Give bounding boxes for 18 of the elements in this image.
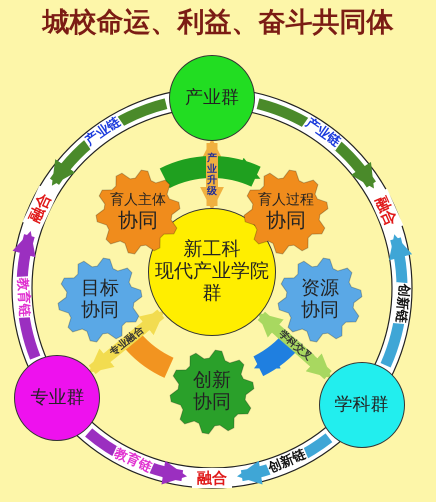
- node-label: 创新协同: [192, 370, 232, 414]
- node-label: 目标协同: [80, 278, 120, 322]
- node-label: 资源协同: [300, 278, 340, 322]
- node-label: 育人主体: [110, 192, 166, 209]
- circle-node: [14, 355, 100, 442]
- node-label: 现代产业学院群: [154, 261, 270, 305]
- title: 城校命运、利益、奋斗共同体: [40, 6, 394, 40]
- edge-label: 产业升级: [206, 152, 218, 196]
- node-label: 育人过程: [258, 192, 314, 209]
- node-label: 新工科: [184, 239, 240, 261]
- ring-label: 融合: [192, 468, 232, 488]
- node-label: 学科群: [334, 394, 389, 416]
- node-label: 专业群: [30, 388, 84, 409]
- circle-node: [318, 362, 405, 448]
- node-label: 产业群: [185, 88, 239, 108]
- node-label: 协同: [266, 208, 306, 232]
- node-label: 协同: [118, 208, 158, 232]
- cycle-arrow: [160, 156, 260, 188]
